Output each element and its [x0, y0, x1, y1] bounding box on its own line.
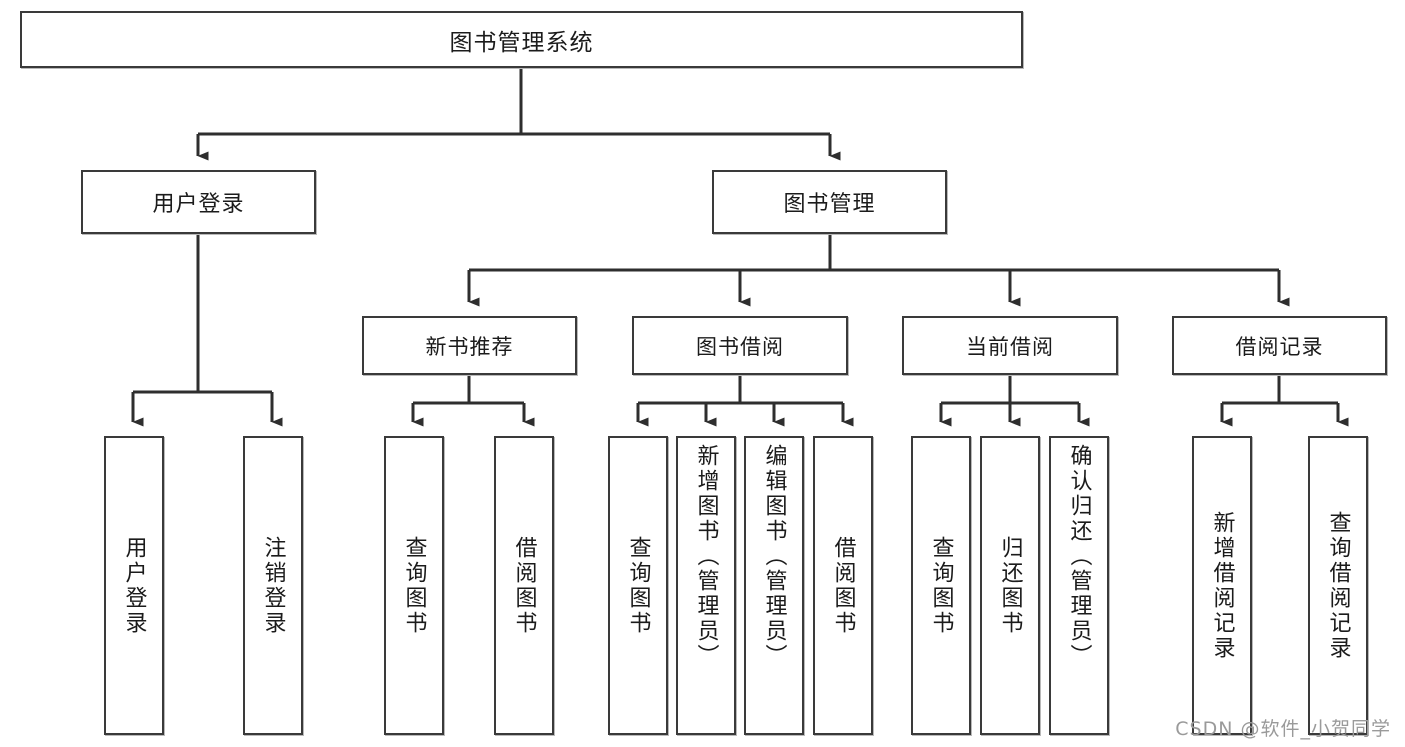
- node-label: 查询图书: [928, 535, 954, 636]
- leaf-book-borrow-add-book-admin[interactable]: 新增图书（管理员）: [676, 436, 736, 735]
- node-label: 图书借阅: [696, 334, 784, 359]
- leaf-current-borrow-query-books[interactable]: 查询图书: [911, 436, 971, 735]
- leaf-new-book-query-books[interactable]: 查询图书: [384, 436, 444, 735]
- node-label: 借阅图书: [511, 535, 537, 636]
- node-user-login[interactable]: 用户登录: [81, 170, 316, 234]
- node-label: 确认归还（管理员）: [1066, 444, 1092, 669]
- leaf-borrow-record-query-record[interactable]: 查询借阅记录: [1308, 436, 1368, 735]
- node-current-borrow[interactable]: 当前借阅: [902, 316, 1118, 375]
- node-label: 当前借阅: [966, 334, 1054, 359]
- node-root-book-management-system[interactable]: 图书管理系统: [20, 11, 1023, 68]
- node-label: 新增借阅记录: [1209, 510, 1235, 661]
- node-label: 新书推荐: [425, 334, 514, 359]
- node-book-management[interactable]: 图书管理: [712, 170, 947, 234]
- node-borrow-record[interactable]: 借阅记录: [1172, 316, 1387, 375]
- node-label: 查询图书: [401, 535, 427, 636]
- leaf-new-book-borrow-books[interactable]: 借阅图书: [494, 436, 554, 735]
- node-book-borrow[interactable]: 图书借阅: [632, 316, 848, 375]
- node-label: 查询借阅记录: [1325, 510, 1351, 661]
- node-label: 图书管理: [783, 192, 876, 217]
- node-label: 图书管理系统: [449, 29, 594, 56]
- node-label: 注销登录: [260, 535, 286, 636]
- leaf-book-borrow-borrow-books[interactable]: 借阅图书: [813, 436, 873, 735]
- leaf-current-borrow-confirm-return-admin[interactable]: 确认归还（管理员）: [1049, 436, 1109, 735]
- leaf-user-login-logout[interactable]: 注销登录: [243, 436, 303, 735]
- leaf-book-borrow-query-books[interactable]: 查询图书: [608, 436, 668, 735]
- node-label: 编辑图书（管理员）: [761, 444, 787, 669]
- leaf-borrow-record-add-record[interactable]: 新增借阅记录: [1192, 436, 1252, 735]
- node-label: 借阅记录: [1235, 334, 1324, 359]
- node-label: 查询图书: [625, 535, 651, 636]
- node-label: 用户登录: [121, 535, 147, 636]
- node-new-book-recommend[interactable]: 新书推荐: [362, 316, 577, 375]
- node-label: 归还图书: [997, 535, 1023, 636]
- leaf-book-borrow-edit-book-admin[interactable]: 编辑图书（管理员）: [744, 436, 804, 735]
- node-label: 新增图书（管理员）: [693, 444, 719, 669]
- node-label: 借阅图书: [830, 535, 856, 636]
- node-label: 用户登录: [152, 192, 245, 217]
- leaf-user-login-login[interactable]: 用户登录: [104, 436, 164, 735]
- leaf-current-borrow-return-books[interactable]: 归还图书: [980, 436, 1040, 735]
